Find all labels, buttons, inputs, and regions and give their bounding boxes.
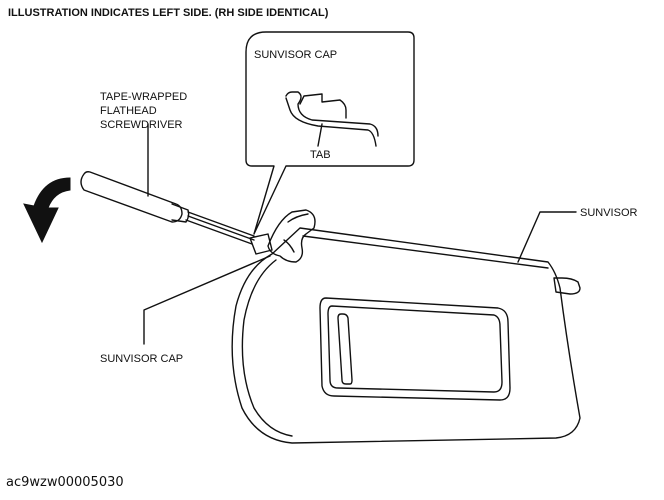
screwdriver-shaft bbox=[187, 211, 255, 237]
visor-hook bbox=[553, 277, 581, 295]
label-tool-line1: TAPE-WRAPPED bbox=[100, 91, 188, 103]
sunvisor-edge bbox=[241, 259, 293, 437]
header-note: ILLUSTRATION INDICATES LEFT SIDE. (RH SI… bbox=[8, 7, 329, 19]
vanity-mirror-inner bbox=[327, 305, 503, 393]
label-detail-cap: SUNVISOR CAP bbox=[254, 49, 338, 61]
vanity-mirror-frame bbox=[319, 297, 511, 401]
callout-balloon bbox=[245, 31, 415, 235]
screwdriver-ferrule bbox=[171, 203, 190, 223]
cap-arm bbox=[287, 213, 309, 223]
label-tool-line2: FLATHEAD bbox=[100, 105, 157, 117]
figure-code: ac9wzw00005030 bbox=[6, 475, 124, 490]
label-sunvisor: SUNVISOR bbox=[580, 207, 638, 219]
leader-tab bbox=[317, 123, 323, 147]
sunvisor-cap-shape bbox=[267, 209, 316, 263]
detail-tab bbox=[299, 93, 347, 119]
label-tool-line3: SCREWDRIVER bbox=[100, 119, 183, 131]
screwdriver-shaft-2 bbox=[185, 219, 253, 245]
sunvisor-body bbox=[231, 227, 581, 444]
detail-cap-profile bbox=[285, 91, 379, 137]
leader-sunvisor bbox=[517, 211, 577, 263]
cap-pin bbox=[283, 239, 295, 253]
screwdriver-handle bbox=[80, 171, 183, 223]
label-sunvisor-cap: SUNVISOR CAP bbox=[100, 353, 184, 365]
label-detail-tab: TAB bbox=[310, 149, 331, 161]
sunvisor-top-edge bbox=[302, 235, 549, 269]
detail-cap-profile-2 bbox=[285, 97, 377, 147]
curved-arrow-down-icon bbox=[23, 177, 71, 244]
leader-cap bbox=[143, 255, 271, 345]
cap-joint bbox=[249, 233, 273, 255]
screwdriver-shaft-3 bbox=[187, 215, 255, 241]
mirror-slot bbox=[337, 313, 353, 385]
